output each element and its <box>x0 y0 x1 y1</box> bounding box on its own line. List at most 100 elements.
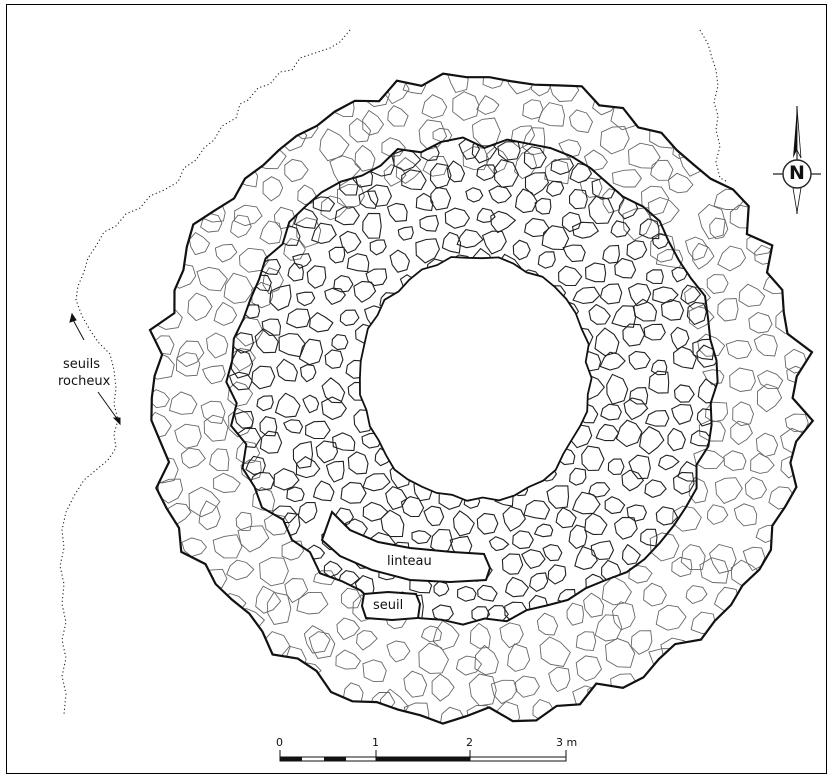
stone <box>548 666 571 693</box>
stone <box>590 540 615 561</box>
stone <box>430 186 452 211</box>
stone <box>548 78 580 102</box>
stone <box>200 212 223 233</box>
stone <box>457 585 477 602</box>
stone <box>348 117 372 143</box>
stone <box>324 287 346 306</box>
stone <box>575 631 597 651</box>
stone <box>755 524 782 543</box>
stone <box>295 456 321 479</box>
stone <box>418 642 450 674</box>
stone <box>296 291 316 307</box>
stone <box>472 117 501 147</box>
stone <box>358 190 379 209</box>
label-seuil: seuil <box>373 598 404 613</box>
stone <box>755 432 779 457</box>
stone <box>499 622 524 649</box>
stone <box>702 369 725 386</box>
stone <box>228 371 253 391</box>
rocky-threshold-line-west <box>59 29 351 715</box>
stone <box>221 592 247 616</box>
stone <box>238 247 270 273</box>
stone <box>555 507 577 529</box>
stone <box>189 232 211 256</box>
stone <box>346 253 370 273</box>
stone <box>688 476 709 504</box>
inner-wall-outer-edge <box>225 136 719 626</box>
stone <box>209 448 230 472</box>
stone <box>324 349 344 369</box>
stone <box>536 612 559 636</box>
stone <box>421 94 448 119</box>
stone <box>306 265 327 289</box>
stone <box>742 546 766 572</box>
stone <box>775 308 801 334</box>
stone <box>507 643 531 672</box>
stone <box>686 301 707 326</box>
stone <box>725 340 753 360</box>
stone <box>717 245 747 272</box>
stone <box>488 185 513 204</box>
stone <box>469 622 491 649</box>
stone <box>334 206 360 226</box>
stone <box>365 268 388 287</box>
stone <box>395 157 422 185</box>
stone <box>575 655 603 682</box>
scale-tick-0: 0 <box>276 736 283 749</box>
stone <box>213 472 241 493</box>
stone <box>362 212 382 239</box>
stone <box>296 592 329 615</box>
stone <box>150 411 172 439</box>
stone <box>188 486 221 518</box>
stone <box>744 476 768 500</box>
stone <box>657 454 680 471</box>
stone <box>331 334 349 351</box>
stone <box>618 197 639 220</box>
stone <box>615 419 643 448</box>
stone <box>234 204 263 227</box>
stone <box>287 262 304 282</box>
stone <box>685 585 708 605</box>
stone <box>262 176 284 202</box>
stone <box>522 99 544 120</box>
stone <box>523 217 550 238</box>
stone <box>490 210 517 234</box>
stone <box>256 395 274 412</box>
stone <box>568 524 588 550</box>
central-chamber <box>358 256 593 502</box>
scale-tick-2: 2 <box>466 736 473 749</box>
stone <box>730 420 753 446</box>
stone <box>639 218 660 240</box>
stone <box>684 236 709 261</box>
stone <box>550 158 575 175</box>
stone <box>649 124 674 149</box>
stone <box>315 440 339 464</box>
stone <box>429 163 452 189</box>
stone <box>227 381 254 407</box>
stone <box>465 187 484 203</box>
stone <box>283 419 304 434</box>
stone <box>433 580 450 597</box>
outer-wall-stones <box>150 73 809 724</box>
stone <box>690 611 716 635</box>
stone <box>561 211 582 233</box>
stone <box>466 704 494 724</box>
stone <box>297 501 318 524</box>
stone <box>680 284 702 305</box>
stone <box>482 73 505 89</box>
stone <box>468 673 497 707</box>
stone <box>212 534 243 559</box>
stone <box>607 458 625 476</box>
label-seuils: seuils <box>63 357 101 372</box>
stone <box>604 496 626 515</box>
stone <box>640 528 658 547</box>
stone <box>639 425 665 455</box>
stone <box>452 91 480 121</box>
scale-segment-2 <box>324 757 346 761</box>
stone <box>672 505 702 532</box>
stone <box>515 675 540 698</box>
stone <box>537 251 556 269</box>
stone <box>708 544 737 574</box>
stone <box>422 156 449 177</box>
